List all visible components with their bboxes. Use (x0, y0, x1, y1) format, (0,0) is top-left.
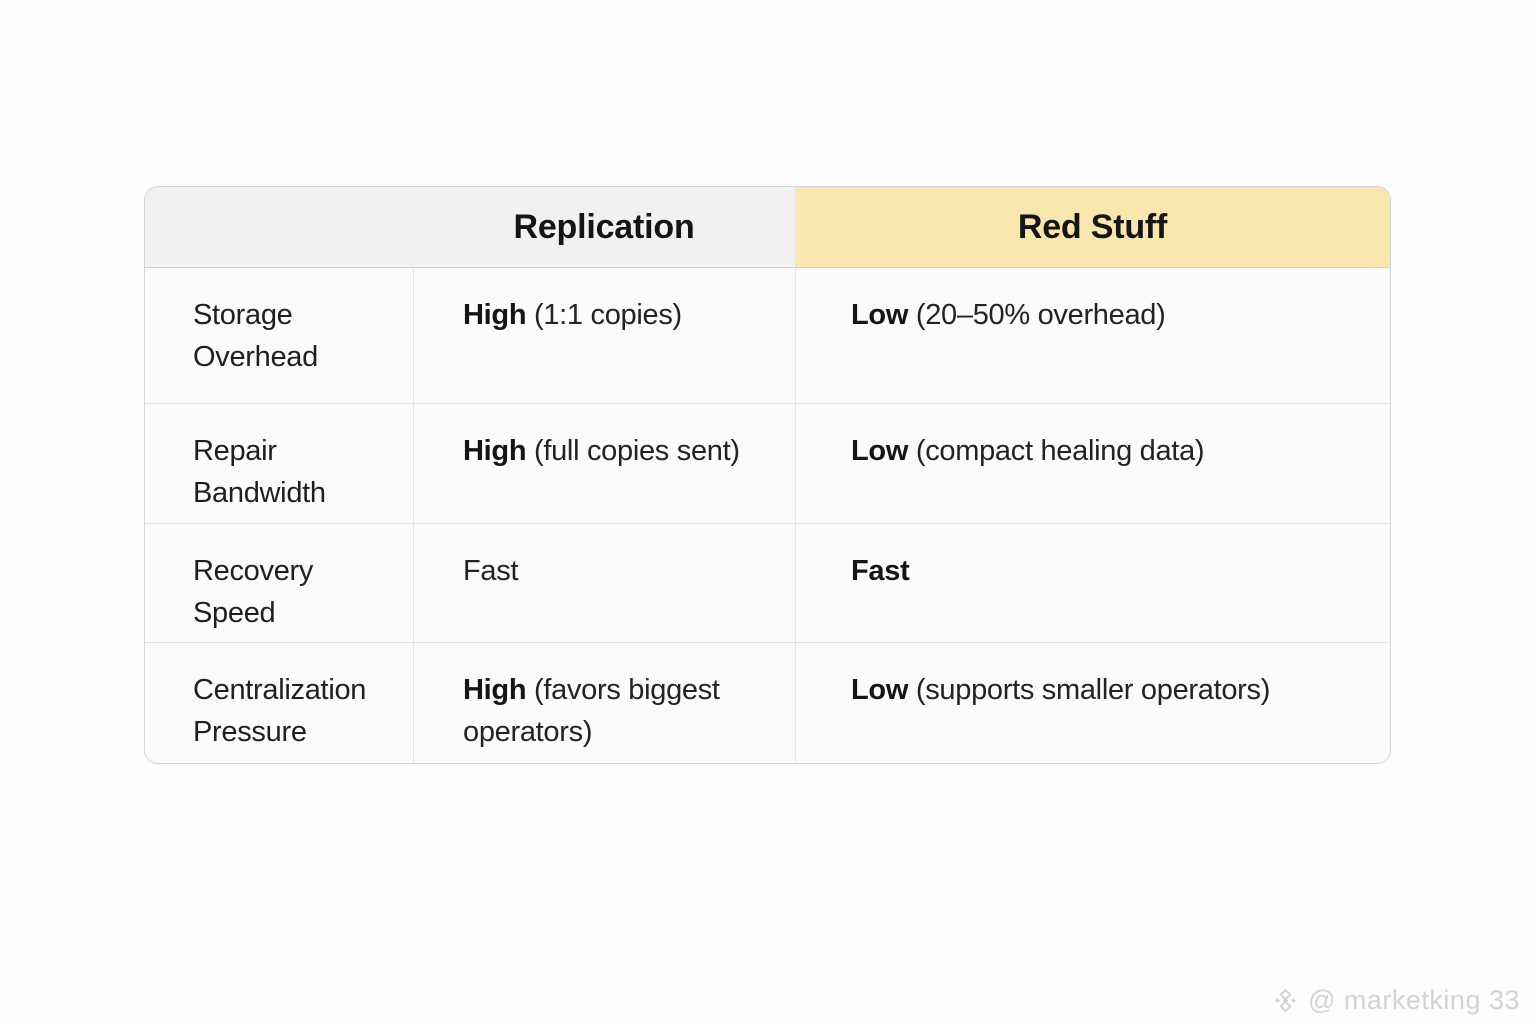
value-emphasis: High (463, 674, 527, 706)
value-emphasis: Low (851, 299, 909, 331)
table-header-replication: Replication (413, 187, 795, 268)
value-detail: (1:1 copies) (526, 299, 682, 331)
value-cell-red-stuff: Low (supports smaller operators) (795, 642, 1390, 763)
value-detail: (favors biggest operators) (463, 674, 720, 748)
table-header-corner-cell (145, 187, 413, 268)
row-label-repair-bandwidth: Repair Bandwidth (145, 403, 413, 523)
value-emphasis: Low (851, 435, 909, 467)
value-emphasis: High (463, 435, 527, 467)
value-cell-red-stuff: Low (compact healing data) (795, 403, 1390, 523)
comparison-table: Replication Red Stuff Storage Overhead H… (144, 186, 1391, 764)
value-cell-replication: High (full copies sent) (413, 403, 795, 523)
bnb-diamond-icon (1272, 987, 1299, 1014)
value-cell-red-stuff: Fast (795, 523, 1390, 642)
value-detail: (20–50% overhead) (908, 299, 1166, 331)
row-label-centralization-pressure: Centralization Pressure (145, 642, 413, 763)
value-emphasis: High (463, 299, 527, 331)
value-emphasis: Fast (851, 555, 910, 587)
value-detail: (compact healing data) (908, 435, 1205, 467)
value-cell-replication: Fast (413, 523, 795, 642)
value-detail: (full copies sent) (526, 435, 740, 467)
watermark: @ marketking 33 (1272, 985, 1520, 1016)
value-cell-red-stuff: Low (20–50% overhead) (795, 268, 1390, 403)
value-detail: (supports smaller operators) (908, 674, 1271, 706)
watermark-text: @ marketking 33 (1308, 985, 1520, 1015)
value-cell-replication: High (1:1 copies) (413, 268, 795, 403)
value-detail: Fast (463, 555, 519, 587)
table-header-red-stuff: Red Stuff (795, 187, 1390, 268)
value-cell-replication: High (favors biggest operators) (413, 642, 795, 763)
row-label-storage-overhead: Storage Overhead (145, 268, 413, 403)
row-label-recovery-speed: Recovery Speed (145, 523, 413, 642)
value-emphasis: Low (851, 674, 909, 706)
